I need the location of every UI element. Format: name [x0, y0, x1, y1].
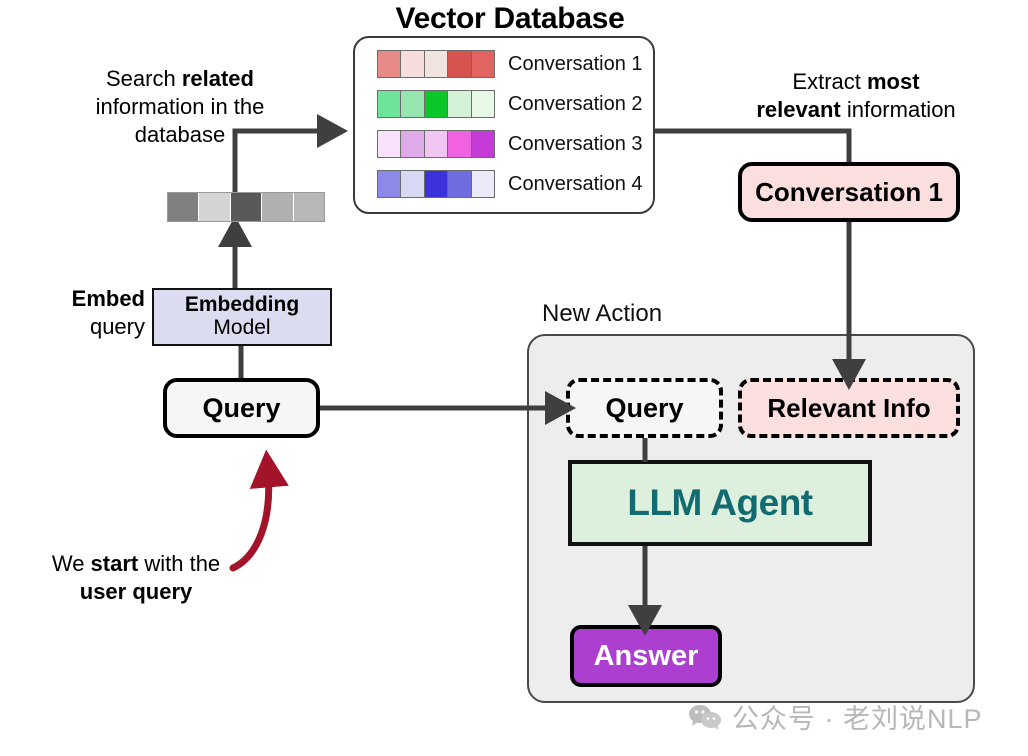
conversation-2-swatches [377, 90, 495, 118]
swatch [401, 131, 425, 157]
swatch [471, 91, 495, 117]
swatch [168, 193, 200, 221]
conversation-4-swatches [377, 170, 495, 198]
swatch [293, 193, 325, 221]
panel-query-box[interactable]: Query [566, 378, 723, 438]
start-annotation-line1-bold: start [90, 551, 139, 576]
swatch [424, 51, 449, 77]
swatch [471, 171, 495, 197]
swatch [448, 131, 472, 157]
embedding-model-line2: Model [213, 315, 271, 339]
swatch [424, 171, 449, 197]
swatch [230, 193, 263, 221]
swatch [424, 131, 449, 157]
search-annotation-line3: database [134, 121, 226, 147]
swatch [262, 193, 294, 221]
vector-database-box: Conversation 1 Conversation 2 Conversati… [353, 36, 655, 214]
start-annotation-line2-bold: user query [79, 578, 193, 604]
extract-annotation: Extract most relevant information [706, 68, 1006, 124]
swatch [401, 171, 425, 197]
conversation-1-label: Conversation 1 [508, 53, 643, 75]
watermark-text: 公众号 · 老刘说NLP [732, 704, 983, 734]
search-annotation-line1-bold: related [181, 66, 254, 91]
conversation-row[interactable]: Conversation 1 [377, 50, 643, 78]
swatch [471, 51, 495, 77]
llm-agent-box[interactable]: LLM Agent [568, 460, 872, 546]
extract-annotation-line1-plain: Extract [792, 69, 867, 94]
swatch [378, 51, 402, 77]
conversation-row[interactable]: Conversation 3 [377, 130, 643, 158]
conversation-3-label: Conversation 3 [508, 133, 643, 155]
swatch [401, 51, 425, 77]
swatch [401, 91, 425, 117]
start-annotation: We start with the user query [26, 550, 246, 606]
watermark: 公众号 · 老刘说NLP [688, 697, 983, 736]
search-annotation-line1-plain: Search [106, 66, 182, 91]
swatch [448, 51, 472, 77]
vector-database-title: Vector Database [395, 2, 625, 35]
line-database-to-conversation1 [655, 128, 852, 162]
conversation-row[interactable]: Conversation 2 [377, 90, 643, 118]
swatch [448, 171, 472, 197]
extract-annotation-line2-bold: relevant [756, 96, 841, 122]
conversation-2-label: Conversation 2 [508, 93, 643, 115]
conversation-row[interactable]: Conversation 4 [377, 170, 643, 198]
swatch [378, 91, 402, 117]
search-annotation-line2: information in the [95, 93, 265, 119]
conversation-3-swatches [377, 130, 495, 158]
swatch [424, 91, 449, 117]
retrieved-conversation-1-box[interactable]: Conversation 1 [738, 162, 960, 222]
extract-annotation-line2-plain: information [840, 96, 956, 122]
swatch [471, 131, 495, 157]
conversation-4-label: Conversation 4 [508, 173, 643, 195]
wechat-icon [689, 704, 721, 730]
swatch [378, 171, 402, 197]
start-annotation-line1-plain-b: with the [138, 551, 221, 576]
relevant-info-box[interactable]: Relevant Info [738, 378, 960, 438]
embed-annotation-plain: query [89, 313, 145, 339]
swatch [199, 193, 231, 221]
search-annotation: Search related information in the databa… [50, 65, 310, 149]
extract-annotation-line1-bold: most [867, 69, 920, 94]
swatch [378, 131, 402, 157]
start-annotation-line1-plain-a: We [51, 551, 91, 576]
new-action-label: New Action [542, 300, 663, 327]
query-box[interactable]: Query [163, 378, 320, 438]
embedded-query-vector [167, 192, 325, 222]
embed-annotation: Embed query [30, 285, 145, 341]
answer-box[interactable]: Answer [570, 625, 722, 687]
embed-annotation-bold: Embed [71, 286, 145, 311]
swatch [448, 91, 472, 117]
embedding-model-line1: Embedding [184, 292, 300, 316]
conversation-1-swatches [377, 50, 495, 78]
embedding-model-box[interactable]: Embedding Model [152, 288, 332, 346]
